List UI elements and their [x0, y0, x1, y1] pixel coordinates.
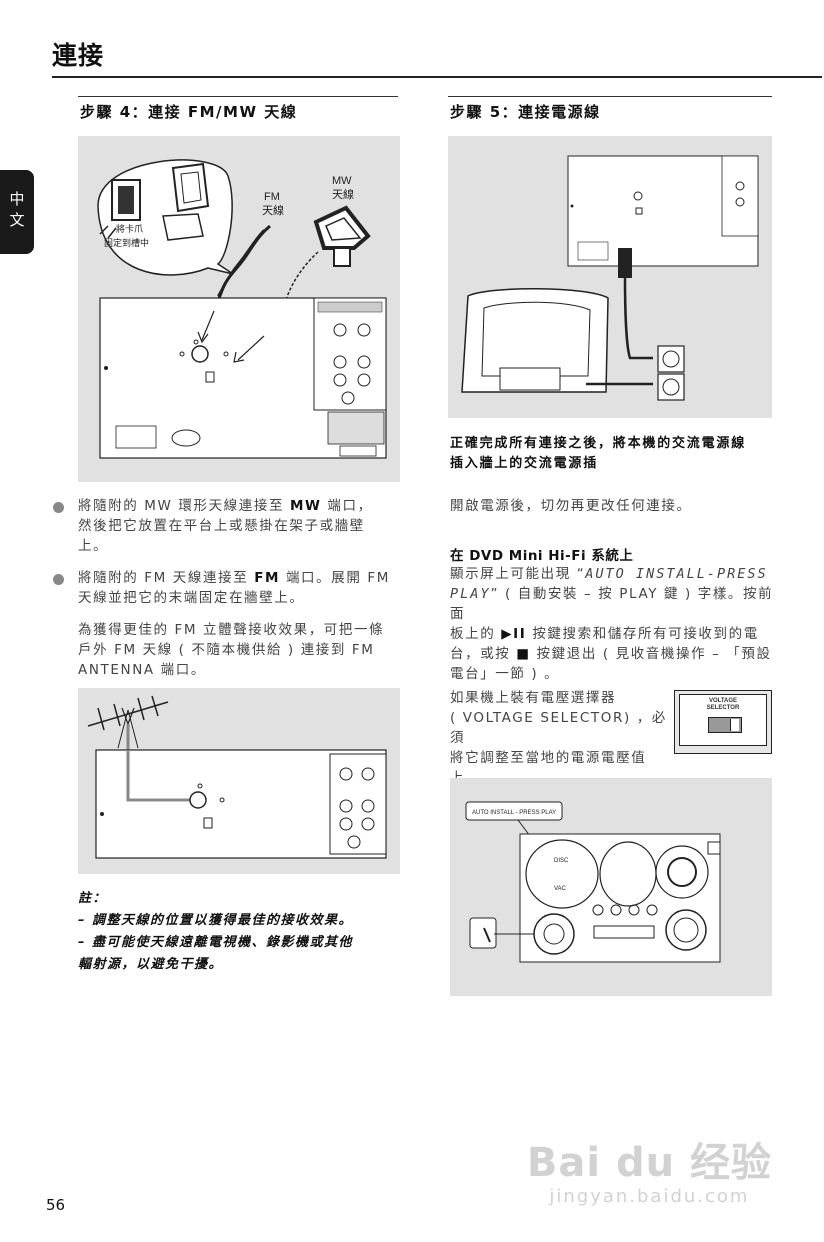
- note-block: 註： – 調整天線的位置以獲得最佳的接收效果。 – 盡可能使天線遠離電視機、錄影…: [78, 888, 408, 976]
- ai-l5: 電台」一節 ) 。: [450, 666, 560, 682]
- bullet2-text: 將隨附的 FM 天線連接至 FM 端口。展開 FM 天線並把它的末端固定在牆壁上…: [78, 568, 398, 608]
- voltage-line1: 如果機上裝有電壓選擇器: [450, 690, 617, 706]
- outdoor-antenna-diagram: [78, 688, 400, 874]
- stop-icon: ■: [516, 646, 531, 662]
- bullet2-line2: 天線並把它的末端固定在牆壁上。: [78, 590, 305, 606]
- note-line3: 輻射源，以避免干擾。: [78, 957, 224, 972]
- clip-label-2: 固定到槽中: [104, 237, 149, 248]
- voltage-line3: 將它調整至當地的電源電壓值: [450, 750, 647, 766]
- bullet1-text: 將隨附的 MW 環形天線連接至 MW 端口， 然後把它放置在平台上或懸掛在架子或…: [78, 496, 398, 556]
- mw-label-1: MW: [332, 175, 352, 187]
- ai-l1b: AUTO INSTALL-PRESS: [585, 566, 768, 582]
- voltage-box-label-2: SELECTOR: [706, 705, 740, 711]
- title-divider: [52, 76, 822, 78]
- note-line2: – 盡可能使天線遠離電視機、錄影機或其他: [78, 935, 354, 950]
- bullet-dot: [53, 502, 64, 513]
- fm-label-1: FM: [264, 191, 280, 203]
- auto-install-callout: AUTO INSTALL - PRESS PLAY: [472, 810, 556, 816]
- ai-l4a: 台，或按: [450, 646, 517, 662]
- power-caption-line1: 正確完成所有連接之後，將本機的交流電源線: [450, 436, 747, 451]
- clip-label-1: 將卡爪: [116, 223, 143, 234]
- voltage-box-label-1: VOLTAGE: [708, 698, 738, 704]
- ai-l3a: 板上的: [450, 626, 502, 642]
- bullet2-fm: FM: [254, 570, 281, 586]
- ai-l2a: PLAY: [450, 586, 491, 602]
- bullet1-line3: 上。: [78, 538, 109, 554]
- bullet2-part2: 端口。展開 FM: [280, 570, 390, 586]
- power-caption: 正確完成所有連接之後，將本機的交流電源線 插入牆上的交流電源插: [450, 434, 780, 474]
- ai-l1a: 顯示屏上可能出現 “: [450, 566, 586, 582]
- bullet1-part1: 將隨附的 MW 環形天線連接至: [78, 498, 290, 514]
- para-line2: 戶外 FM 天線 ( 不隨本機供給 ) 連接到 FM: [78, 642, 375, 658]
- voltage-line2: ( VOLTAGE SELECTOR) ，必須: [450, 710, 667, 746]
- step5-heading: 步驟 5：連接電源線: [450, 103, 601, 121]
- power-warning: 開啟電源後，切勿再更改任何連接。: [450, 498, 692, 514]
- note-line1: – 調整天線的位置以獲得最佳的接收效果。: [78, 913, 354, 928]
- fm-label-2: 天線: [262, 203, 284, 217]
- dvd-subheading: 在 DVD Mini Hi-Fi 系統上: [450, 548, 634, 564]
- ai-l3c: 按鍵搜索和儲存所有可接收到的電: [526, 626, 759, 642]
- antenna-diagram: 將卡爪 固定到槽中 FM 天線 MW 天線: [78, 136, 400, 482]
- voltage-selector-illustration: VOLTAGE SELECTOR: [674, 690, 772, 754]
- step4-rule: [78, 96, 398, 97]
- bullet2-part1: 將隨附的 FM 天線連接至: [78, 570, 255, 586]
- outdoor-antenna-paragraph: 為獲得更佳的 FM 立體聲接收效果，可把一條 戶外 FM 天線 ( 不隨本機供給…: [78, 620, 398, 680]
- ai-l4c: 按鍵退出 ( 見收音機操作 – 「預設: [530, 646, 772, 662]
- note-heading: 註：: [78, 891, 108, 906]
- voltage-switch: [708, 717, 742, 733]
- page-number: 56: [46, 1196, 66, 1214]
- para-line1: 為獲得更佳的 FM 立體聲接收效果，可把一條: [78, 622, 385, 638]
- power-caption-line2: 插入牆上的交流電源插: [450, 456, 599, 471]
- voltage-paragraph: 如果機上裝有電壓選擇器 ( VOLTAGE SELECTOR) ，必須 將它調整…: [450, 688, 670, 788]
- power-cord-diagram: [448, 136, 772, 418]
- play-pause-icon: ▶II: [501, 626, 527, 642]
- mw-label-2: 天線: [332, 187, 354, 201]
- watermark-url: jingyan.baidu.com: [549, 1186, 750, 1207]
- ai-l2b: ” ( 自動安裝 – 按 PLAY 鍵 ) 字樣。按前面: [450, 586, 774, 622]
- vac-label: VAC: [554, 886, 567, 892]
- auto-install-paragraph: 顯示屏上可能出現 “AUTO INSTALL-PRESS PLAY” ( 自動安…: [450, 564, 780, 684]
- bullet-dot: [53, 574, 64, 585]
- para-line3: ANTENNA 端口。: [78, 662, 206, 678]
- language-side-tab: 中文: [0, 170, 34, 254]
- bullet1-line2: 然後把它放置在平台上或懸掛在架子或牆壁: [78, 518, 365, 534]
- bullet1-mw: MW: [289, 498, 322, 514]
- watermark-logo-text: Bai du 经验: [526, 1140, 772, 1186]
- disc-label: DISC: [554, 858, 569, 864]
- step5-rule: [448, 96, 772, 97]
- step4-heading: 步驟 4：連接 FM/MW 天線: [80, 103, 298, 121]
- baidu-watermark: Bai du 经验 jingyan.baidu.com: [527, 1130, 772, 1207]
- page-title: 連接: [52, 41, 105, 70]
- bullet1-part2: 端口，: [321, 498, 373, 514]
- front-panel-diagram: AUTO INSTALL - PRESS PLAY DISC VAC: [450, 778, 772, 996]
